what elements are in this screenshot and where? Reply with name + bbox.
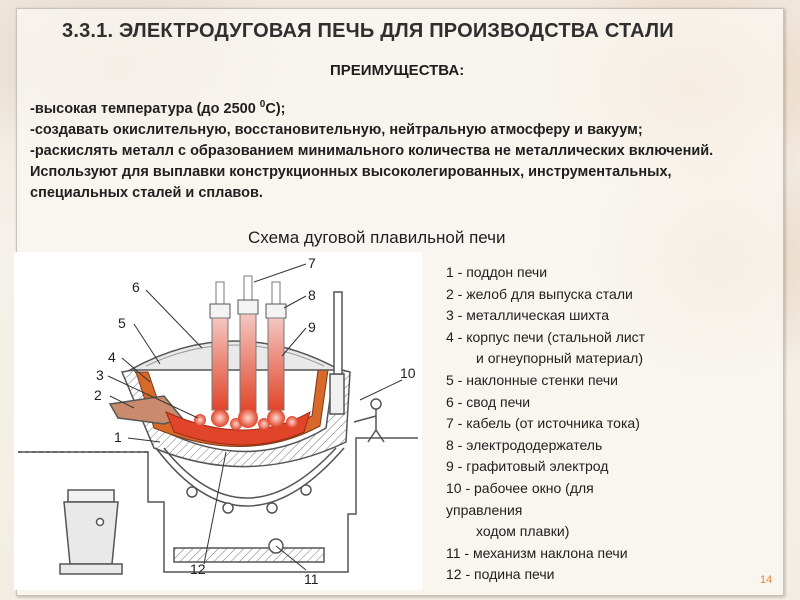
callout-5: 5	[118, 315, 126, 331]
foundation	[18, 437, 418, 573]
legend-item: 11 - механизм наклона печи	[446, 544, 628, 561]
usage-text: Используют для выплавки конструкционных …	[30, 164, 672, 201]
ladle	[59, 489, 123, 575]
legend-item: 1 - поддон печи	[446, 264, 548, 280]
slide-title: 3.3.1. ЭЛЕКТРОДУГОВАЯ ПЕЧЬ ДЛЯ ПРОИЗВОДС…	[62, 20, 674, 42]
callout-9: 9	[308, 319, 316, 335]
callout-7: 7	[308, 255, 316, 271]
legend-item-continuation: и огнеупорный материал)	[476, 350, 643, 367]
advantage-atmosphere: -создавать окислительную, восстановитель…	[30, 122, 643, 138]
callout-10: 10	[400, 365, 416, 381]
legend-item: 10 - рабочее окно (для	[446, 479, 594, 496]
melt-bath	[165, 410, 311, 446]
degree-superscript: 0	[259, 99, 266, 110]
callout-3: 3	[96, 367, 104, 383]
legend-item: 4 - корпус печи (стальной лист	[446, 328, 646, 345]
arc-furnace-diagram: 1 2 3 4 5 6 7 8 9 10 11 12	[14, 252, 422, 590]
legend-item: 5 - наклонные стенки печи	[446, 371, 618, 388]
operator-figure	[353, 398, 385, 443]
leader-lines	[107, 263, 403, 571]
legend-item: 8 - электрододержатель	[446, 436, 603, 453]
callout-11: 11	[304, 571, 319, 587]
legend-item: 3 - металлическая шихта	[446, 307, 610, 324]
callout-8: 8	[308, 287, 316, 303]
legend-item-continuation: ходом плавки)	[476, 523, 570, 540]
advantage-temperature: -высокая температура (до 2500 0С);	[30, 94, 790, 120]
advantage-temperature-text: -высокая температура (до 2500	[30, 101, 260, 117]
charge-and-arcs	[194, 408, 298, 430]
callout-4: 4	[108, 349, 116, 365]
scheme-title: Схема дуговой плавильной печи	[248, 228, 506, 247]
tilt-mechanism	[155, 447, 345, 563]
legend-item: 7 - кабель (от источника тока)	[446, 415, 640, 432]
callout-2: 2	[94, 387, 102, 403]
callout-6: 6	[132, 279, 140, 295]
legend-item: 12 - подина печи	[446, 566, 555, 583]
slide-subtitle: ПРЕИМУЩЕСТВА:	[330, 62, 465, 79]
working-door	[329, 291, 345, 415]
advantage-temperature-unit: С);	[265, 101, 286, 117]
legend-item: 9 - графитовый электрод	[446, 458, 609, 475]
electrodes	[209, 275, 287, 413]
legend-item: 2 - желоб для выпуска стали	[446, 285, 633, 302]
legend-item-continuation: управления	[446, 501, 523, 518]
legend-item: 6 - свод печи	[446, 393, 531, 410]
advantage-deoxidation: -раскислять металл с образованием минима…	[30, 143, 714, 159]
roof-inner-line	[145, 344, 325, 367]
page-number: 14	[760, 574, 773, 586]
legend-list: 1 - поддон печи 2 - желоб для выпуска ст…	[446, 262, 776, 586]
callout-12: 12	[190, 561, 206, 577]
callout-1: 1	[114, 429, 122, 445]
advantages-block: -высокая температура (до 2500 0С); -созд…	[30, 94, 790, 204]
